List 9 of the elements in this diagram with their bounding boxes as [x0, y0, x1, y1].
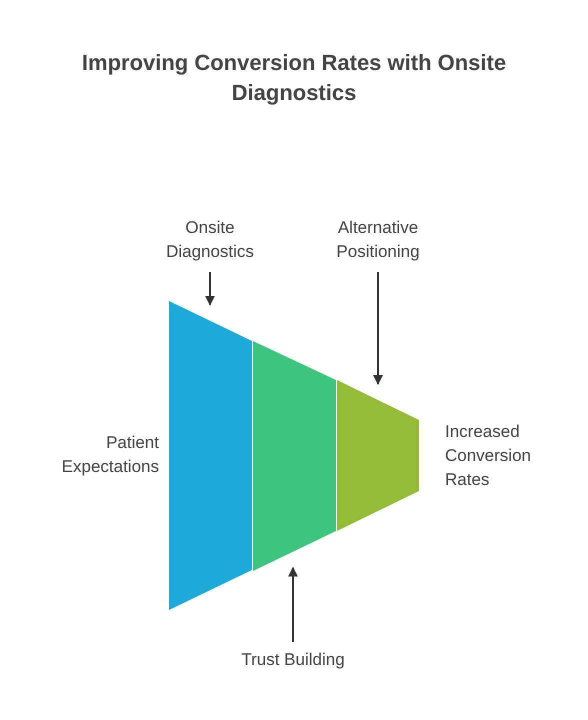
- arrow: [373, 272, 383, 385]
- arrow: [288, 566, 298, 642]
- stage-label: Increased Conversion Rates: [445, 421, 532, 491]
- arrow: [205, 272, 215, 306]
- arrow-label: Onsite Diagnostics: [165, 217, 255, 263]
- arrow-label: Alternative Positioning: [335, 217, 421, 263]
- stage-label: Patient Expectations: [60, 432, 159, 478]
- arrow-label: Trust Building: [240, 649, 346, 671]
- title: Improving Conversion Rates with Onsite Diagnostics: [80, 49, 508, 107]
